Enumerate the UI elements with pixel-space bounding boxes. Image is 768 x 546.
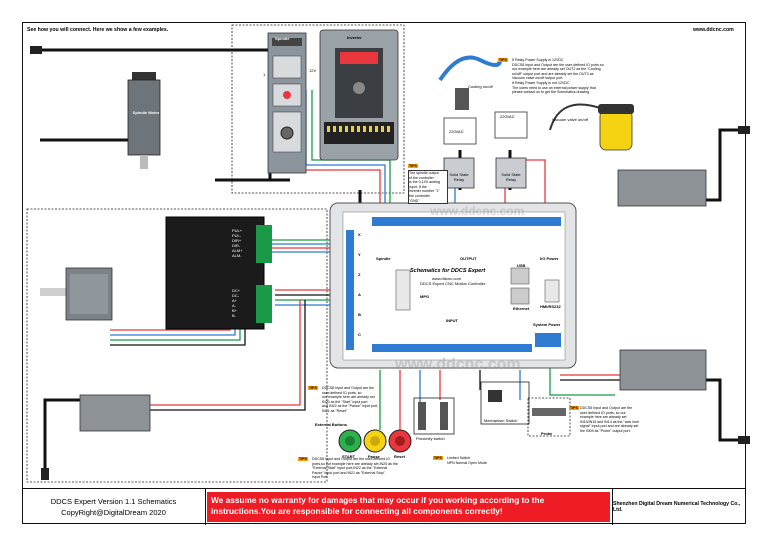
- cooling-hose: [438, 55, 502, 82]
- controller-title: Schematics for DDCS Expert: [410, 268, 486, 274]
- driver-group-box: [26, 208, 328, 483]
- pause-label: Pause: [368, 454, 380, 459]
- footer-warning: We assume no warranty for damages that m…: [207, 492, 610, 522]
- driver-signal: B+: [232, 308, 238, 313]
- driver-signal: DIR+: [232, 238, 242, 243]
- probe-label: Probe: [541, 431, 553, 436]
- driver-signal: B-: [232, 313, 236, 318]
- axis-c: C: [358, 332, 361, 337]
- external-buttons-label: External Buttons: [315, 422, 348, 427]
- section-usb: USB: [517, 263, 526, 268]
- driver-signal: A+: [232, 298, 238, 303]
- spindle-group-box: [231, 24, 405, 194]
- controller-watermark-top: www.ddcnc.com: [430, 204, 525, 218]
- cooling-label: Cooling on/off: [468, 84, 493, 89]
- driver-signals-bottom: DC+ DC- A+ A- B+ B-: [232, 288, 240, 318]
- relay-voltage-1: 220VAC: [449, 129, 464, 134]
- buttons2-note: DDCS8 Input and Output are the user-defi…: [312, 457, 398, 480]
- axis-x: X: [358, 232, 361, 237]
- proximity-label: Proximity switch: [416, 436, 445, 441]
- inverter-label: Inverter: [347, 35, 362, 40]
- probe-note: DDCS8 Input and Output are the user-defi…: [580, 406, 639, 433]
- controller-subtitle2: DDCS Expert CNC Motion Controller: [420, 281, 486, 286]
- relay-note: If Relay Power Supply is 12VDC DDCS8 Inp…: [512, 58, 604, 95]
- section-spindle: Spindle: [376, 256, 391, 261]
- footer-version: DDCS Expert Version 1.1 Schematics: [50, 497, 177, 506]
- cooling-plug: [455, 88, 469, 110]
- power-plug-bottom-left: [41, 468, 49, 480]
- probe-note-tag: TIPS: [569, 406, 579, 410]
- section-hmi: HMI/RS232: [540, 304, 561, 309]
- limit-note: Limited Switch NPN Normal Open Mode: [447, 456, 487, 465]
- driver-signals-top: PUL+ PUL- DIR+ DIR- ALM+ ALM-: [232, 228, 243, 258]
- spindle-note-tag: TIPS: [408, 164, 418, 168]
- driver-signal: PUL-: [232, 233, 242, 238]
- spindle-motor-label: Spindle Motor: [132, 110, 160, 115]
- vr-plus-label: 1: [263, 72, 266, 77]
- section-output: OUTPUT: [460, 256, 477, 261]
- power-plug-top-left: [30, 46, 42, 54]
- axis-a: A: [358, 292, 361, 297]
- spindle-box-label: Spindle: [275, 36, 290, 41]
- section-mpg: MPG: [420, 294, 430, 299]
- controller-subtitle: www.ddcnc.com: [432, 276, 461, 281]
- relay-note-tag: TIPS: [498, 58, 508, 62]
- driver-signal: DIR-: [232, 243, 241, 248]
- probe: [527, 397, 571, 437]
- driver-signal: PUL+: [232, 228, 243, 233]
- axis-b: B: [358, 312, 361, 317]
- driver-signal: ALM-: [232, 253, 242, 258]
- start-label: START: [342, 454, 356, 459]
- limit-switch-label: Mechanism Switch: [484, 418, 518, 423]
- axis-z: Z: [358, 272, 361, 277]
- relay-voltage-2: 220VAC: [500, 114, 515, 119]
- controller-watermark-bottom: www.ddcnc.com: [395, 356, 521, 373]
- power-plug-right-bottom: [738, 436, 750, 444]
- inverter: [319, 29, 399, 161]
- buttons-note-tag: TIPS: [308, 386, 318, 390]
- limit-switch: [480, 381, 530, 425]
- footer-company: Shenzhen Digital Dream Numerical Technol…: [612, 489, 747, 525]
- vacuum-cleaner: [549, 103, 634, 151]
- stepper-motor: [40, 267, 113, 321]
- driver-signal: ALM+: [232, 248, 243, 253]
- spindle-control-box: [267, 32, 307, 174]
- limit-note-tag: TIPS: [433, 456, 443, 460]
- section-ethernet: Ethernet: [513, 306, 530, 311]
- vacuum-label: Vacuum valve on/off: [552, 117, 588, 122]
- spindle-note: The spindle output of the controller is …: [408, 170, 448, 205]
- controller-board: [329, 202, 577, 369]
- buttons-note: DDCS8 Input and Output are the user-defi…: [322, 386, 379, 413]
- relay-power-boxes: [443, 111, 528, 189]
- reset-label: Reset: [394, 454, 405, 459]
- footer-copyright: CopyRight@DigitalDream 2020: [61, 508, 166, 517]
- header-website: www.ddcnc.com: [693, 27, 734, 33]
- driver-signal: DC-: [232, 293, 240, 298]
- relay-label-2: Solid State Relay: [501, 172, 521, 182]
- section-system-power: System Power: [533, 322, 561, 327]
- relay-label-1: Solid State Relay: [449, 172, 469, 182]
- header-instruction: See how you will connect. Here we show a…: [27, 27, 169, 33]
- buttons2-note-tag: TIPS: [298, 457, 308, 461]
- footer: DDCS Expert Version 1.1 Schematics CopyR…: [22, 488, 746, 525]
- vr-minus-label: 12V: [309, 68, 317, 73]
- axis-y: Y: [358, 252, 361, 257]
- spindle-motor: [127, 72, 161, 169]
- stepper-driver: [165, 216, 272, 330]
- power-plug-right-top: [738, 126, 750, 134]
- section-input: INPUT: [446, 318, 458, 323]
- footer-version-block: DDCS Expert Version 1.1 Schematics CopyR…: [22, 489, 206, 525]
- driver-signal: A-: [232, 303, 236, 308]
- proximity-switches: [413, 397, 455, 435]
- driver-signal: DC+: [232, 288, 241, 293]
- section-io-power: I/O Power: [540, 256, 559, 261]
- power-supplies: [79, 169, 707, 432]
